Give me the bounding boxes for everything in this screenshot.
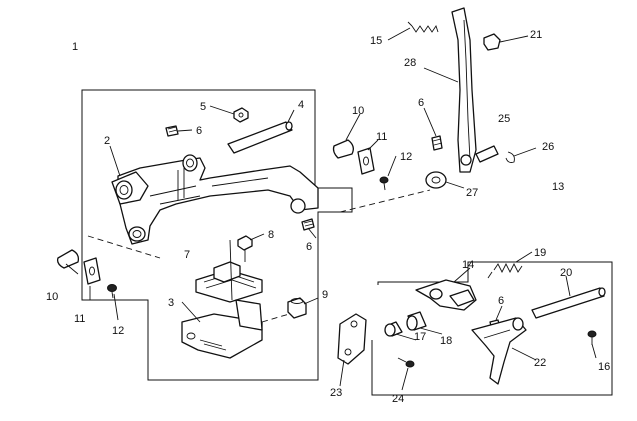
callout-15: 15 bbox=[370, 35, 382, 47]
clip-21 bbox=[483, 33, 501, 51]
screw-6-lever bbox=[431, 135, 443, 151]
callout-8: 8 bbox=[268, 229, 274, 241]
base-plate-3 bbox=[181, 299, 263, 359]
lever-22 bbox=[471, 317, 527, 385]
callout-17: 17 bbox=[414, 331, 426, 343]
clip-26 bbox=[505, 151, 515, 163]
plate-11-upper bbox=[357, 147, 375, 175]
screw-12-lower bbox=[107, 284, 117, 299]
callout-9: 9 bbox=[322, 289, 328, 301]
shaft-20 bbox=[531, 287, 606, 319]
callout-27: 27 bbox=[466, 187, 478, 199]
callout-16: 16 bbox=[598, 361, 610, 373]
cap-10-lower bbox=[56, 249, 80, 269]
callout-18: 18 bbox=[440, 335, 452, 347]
callout-1: 1 bbox=[72, 41, 78, 53]
callout-26: 26 bbox=[542, 141, 554, 153]
callout-6-lower: 6 bbox=[306, 241, 312, 253]
callout-19: 19 bbox=[534, 247, 546, 259]
callout-11-lower: 11 bbox=[74, 313, 85, 325]
callout-23: 23 bbox=[330, 387, 342, 399]
cap-10-upper bbox=[332, 139, 354, 159]
callout-24: 24 bbox=[392, 393, 404, 405]
callout-12-lower: 12 bbox=[112, 325, 124, 337]
cap-9 bbox=[287, 297, 307, 319]
leader-lines bbox=[65, 27, 597, 391]
bushing-17 bbox=[384, 321, 403, 337]
callout-6-lever: 6 bbox=[418, 97, 424, 109]
screw-12-upper bbox=[379, 176, 389, 191]
screw-16 bbox=[587, 330, 597, 345]
callout-10-lower: 10 bbox=[46, 291, 58, 303]
callout-21: 21 bbox=[530, 29, 542, 41]
bushing-18 bbox=[406, 311, 427, 331]
callout-4: 4 bbox=[298, 99, 304, 111]
plate-23 bbox=[337, 313, 367, 365]
callout-14: 14 bbox=[462, 259, 474, 271]
callout-20: 20 bbox=[560, 267, 572, 279]
main-arm-assembly bbox=[111, 154, 319, 245]
pin-25 bbox=[475, 145, 499, 163]
screw-24 bbox=[397, 357, 415, 368]
callout-11-upper: 11 bbox=[376, 131, 387, 143]
callout-12-upper: 12 bbox=[400, 151, 412, 163]
callout-25: 25 bbox=[498, 113, 510, 125]
callout-22: 22 bbox=[534, 357, 546, 369]
callout-28: 28 bbox=[404, 57, 416, 69]
block-7 bbox=[195, 235, 263, 303]
bracket-14 bbox=[415, 279, 477, 311]
lever-28 bbox=[451, 7, 477, 173]
spring-15 bbox=[407, 21, 439, 33]
small-screws bbox=[165, 107, 315, 231]
roller-27 bbox=[425, 171, 447, 189]
assembly-frames bbox=[81, 89, 613, 396]
callout-7: 7 bbox=[184, 249, 190, 261]
spring-19 bbox=[487, 262, 523, 279]
callout-5: 5 bbox=[200, 101, 206, 113]
callout-10-upper: 10 bbox=[352, 105, 364, 117]
callout-labels: 1 2 3 4 5 6 6 6 6 7 8 9 10 10 11 11 12 1… bbox=[46, 29, 610, 405]
callout-13: 13 bbox=[552, 181, 564, 193]
callout-6-bracket: 6 bbox=[498, 295, 504, 307]
plate-11-lower bbox=[83, 257, 101, 285]
callout-6-arm: 6 bbox=[196, 125, 202, 137]
callout-3: 3 bbox=[168, 297, 174, 309]
shaft-4 bbox=[227, 121, 293, 154]
callout-2: 2 bbox=[104, 135, 110, 147]
